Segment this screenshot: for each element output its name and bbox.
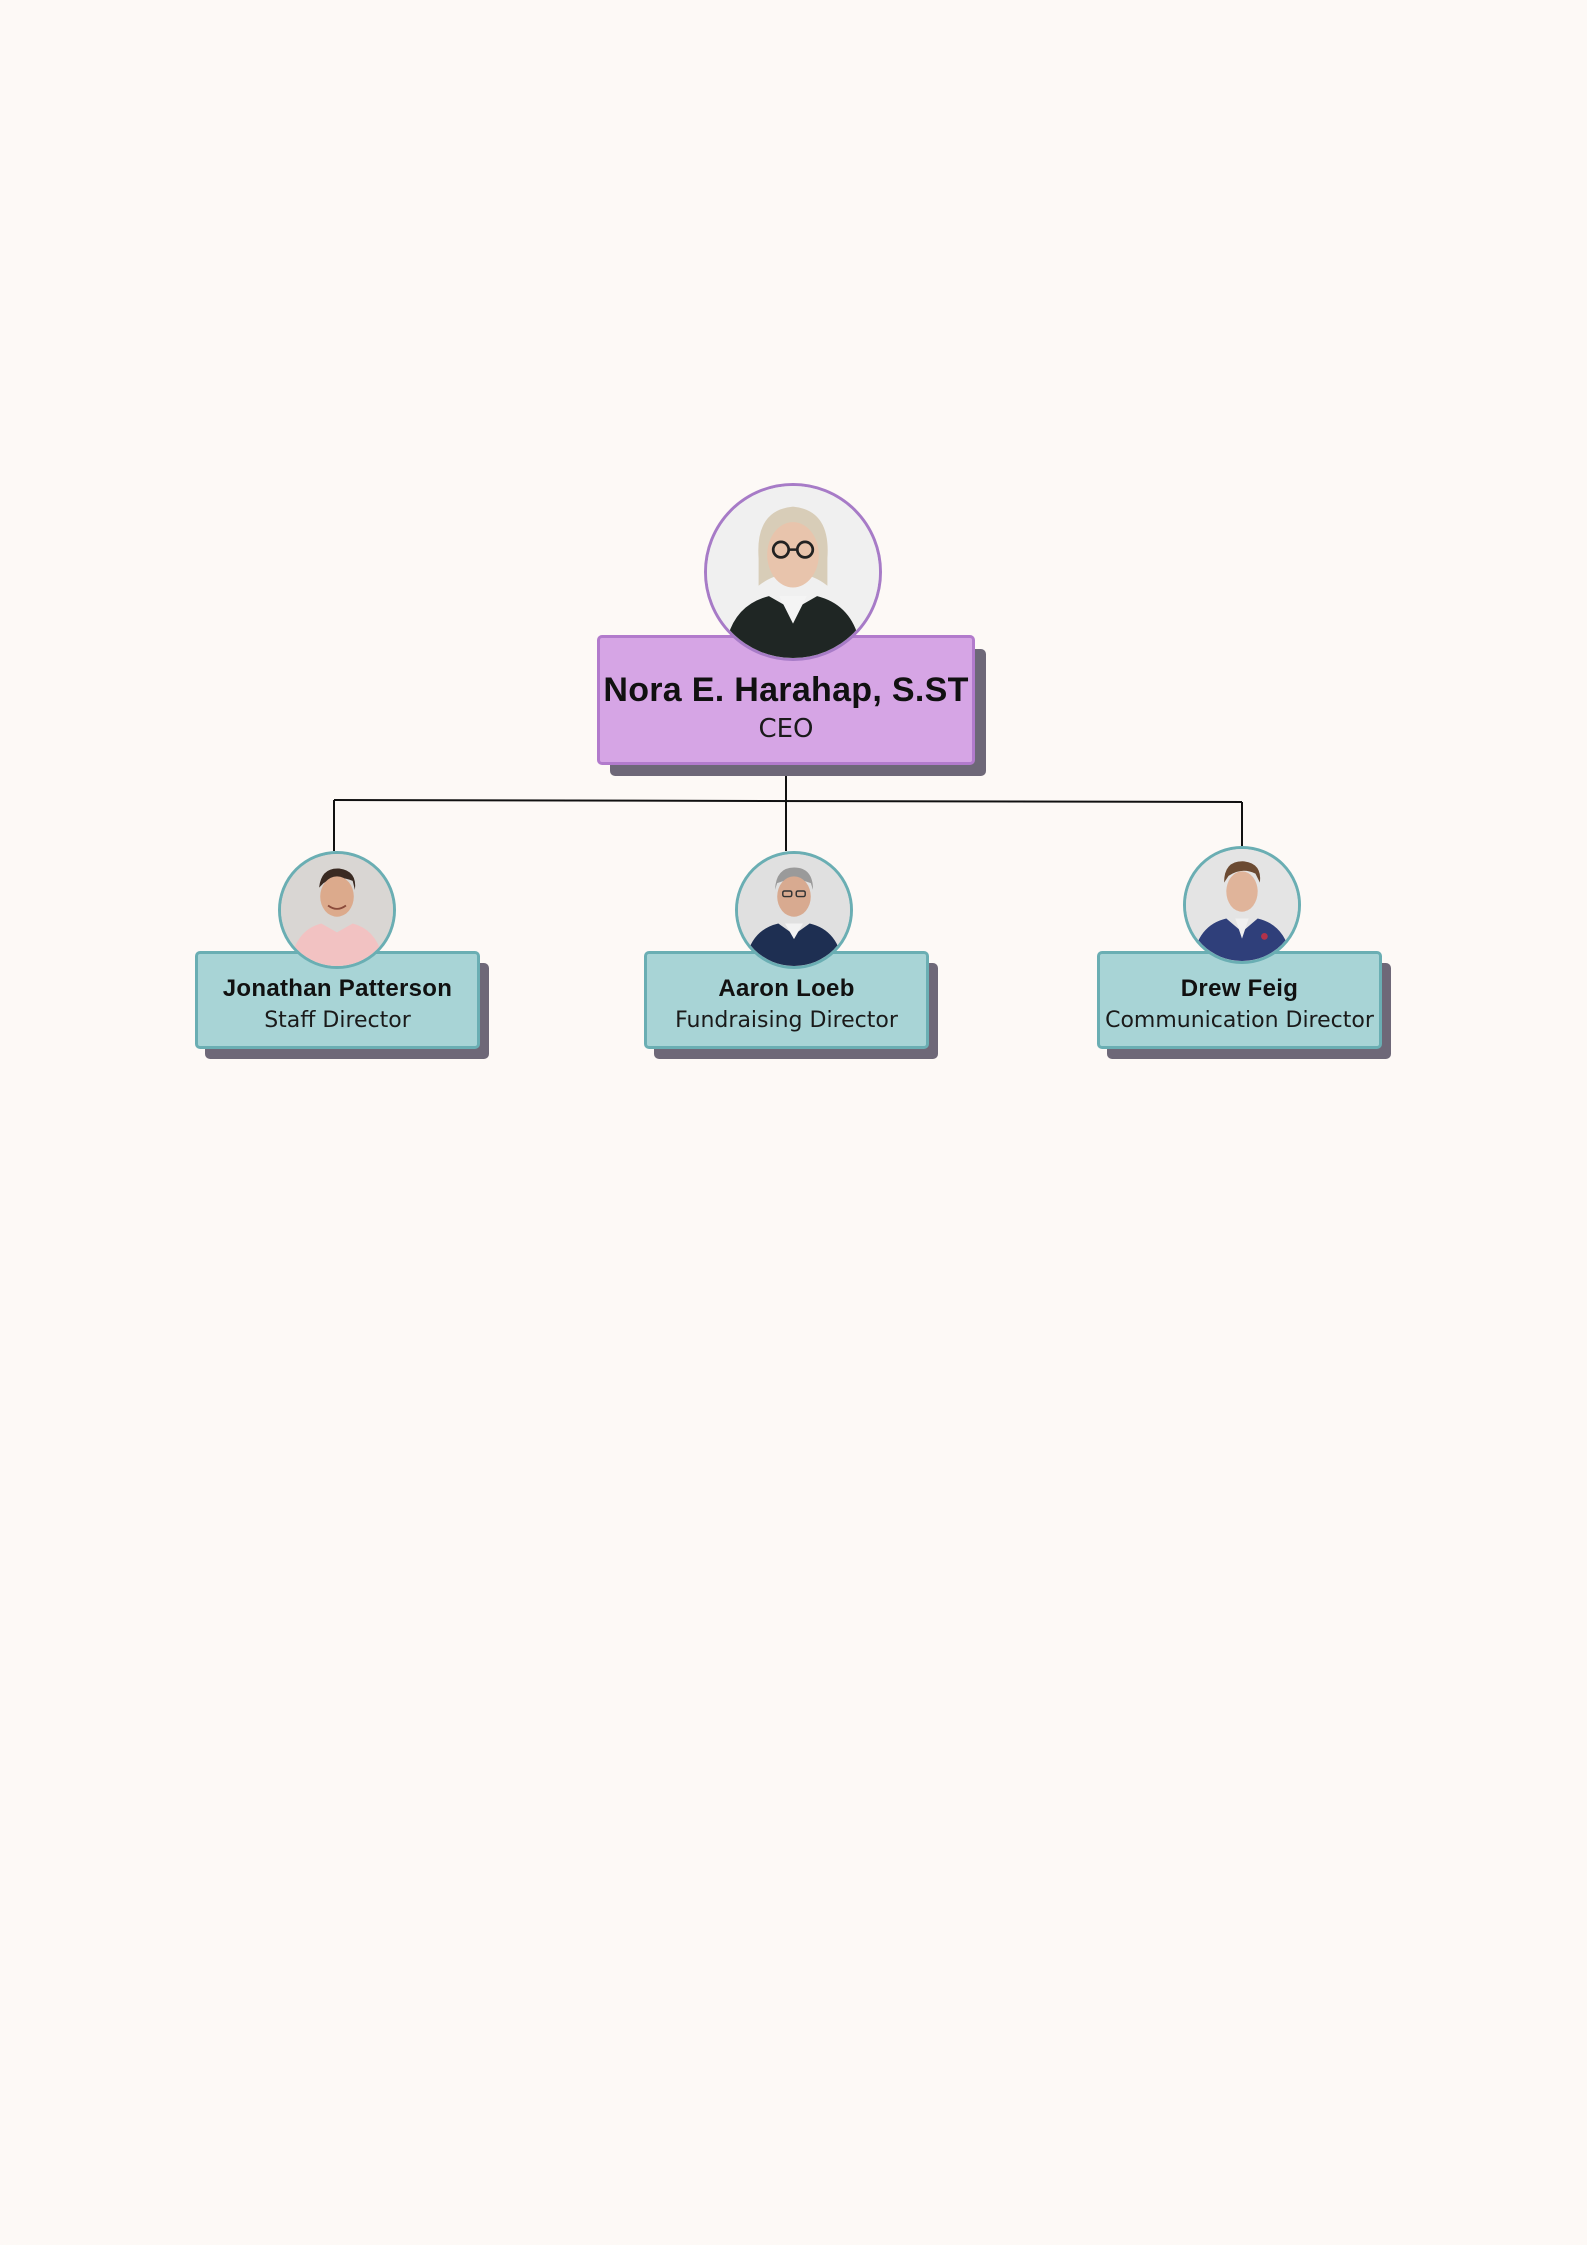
ceo-portrait-graphic [707,486,879,658]
person-portrait-icon [1183,846,1301,964]
person-portrait-icon [704,483,882,661]
director-role: Communication Director [1105,1008,1374,1033]
director-portrait-graphic [738,854,850,966]
ceo-name: Nora E. Harahap, S.ST [603,671,969,709]
director-portrait-graphic [281,854,393,966]
director-role: Fundraising Director [675,1008,898,1033]
director-name: Aaron Loeb [718,975,855,1002]
ceo-role: CEO [758,714,814,744]
director-portrait-graphic [1186,849,1298,961]
connector-horizontal-bar [333,799,1243,803]
director-name: Jonathan Patterson [222,975,453,1002]
director-name: Drew Feig [1180,975,1299,1002]
director-card: Drew Feig Communication Director [1097,951,1382,1049]
director-role: Staff Director [264,1008,411,1033]
ceo-card: Nora E. Harahap, S.ST CEO [597,635,975,765]
person-portrait-icon [735,851,853,969]
person-portrait-icon [278,851,396,969]
